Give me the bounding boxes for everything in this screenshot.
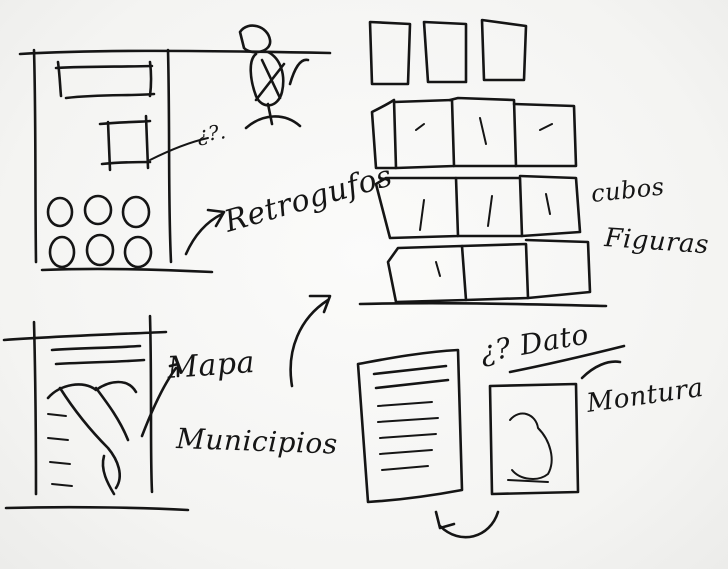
mapa-label: Mapa: [165, 345, 256, 386]
question-label-top: ¿?.: [195, 119, 227, 147]
arrow-center-curve: [291, 300, 328, 386]
arrow-montura: [582, 362, 620, 378]
document-sketch: [358, 350, 462, 502]
municipios-label: Municipios: [175, 422, 338, 461]
arrow-retrogufos: [186, 214, 222, 254]
dato-label: ¿? Dato: [477, 317, 591, 369]
frame-sketch: [490, 384, 578, 494]
figuras-label: Figuras: [603, 223, 710, 260]
cubos-label: cubos: [590, 172, 666, 208]
cubes-grid-sketch: [360, 20, 606, 306]
arrowhead-bottom: [436, 512, 454, 528]
retrogufos-label: Retrogufos: [220, 158, 397, 240]
phone-sketch-map: [4, 316, 188, 510]
arrowhead-center: [310, 296, 330, 312]
person-figure-sketch: [240, 26, 308, 128]
montura-label: Montura: [584, 373, 706, 419]
